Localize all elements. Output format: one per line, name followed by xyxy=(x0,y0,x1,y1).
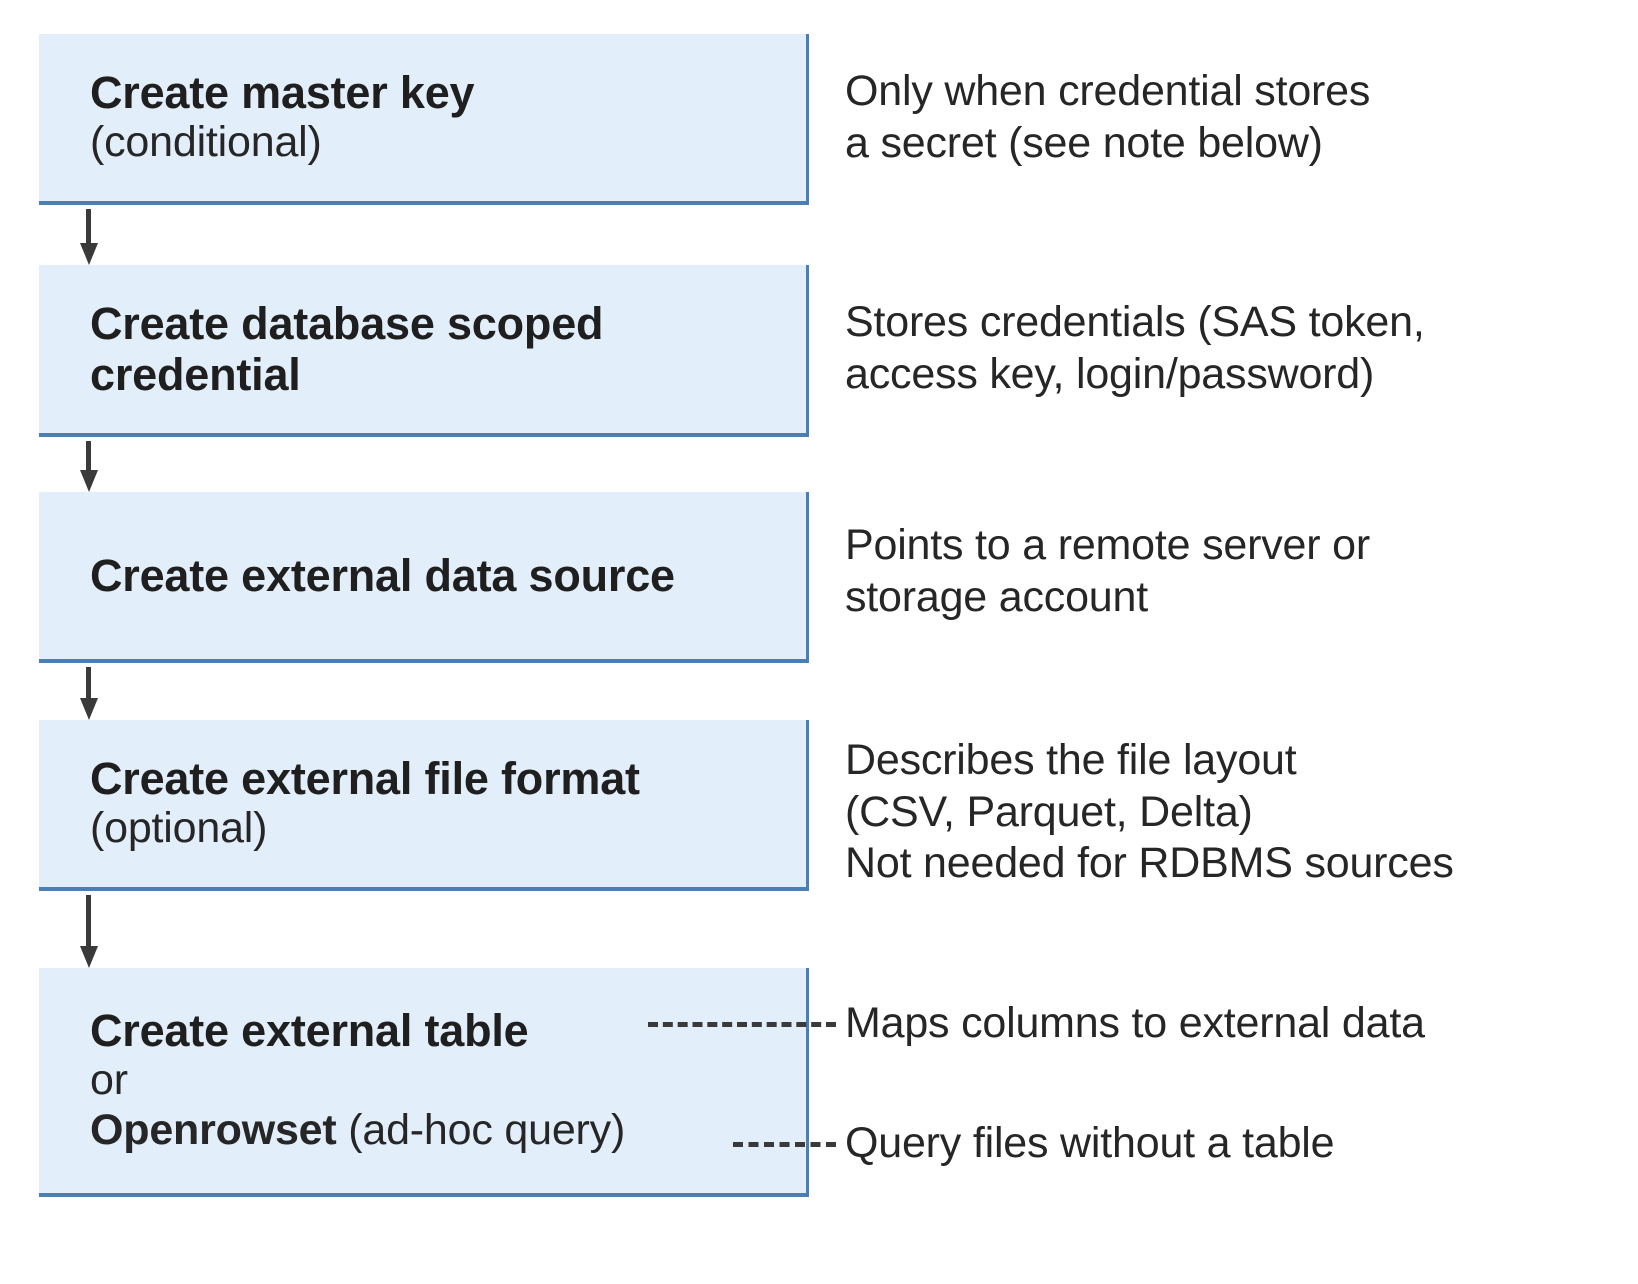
step-box-external-file-format[interactable]: Create external file format (optional) xyxy=(39,720,809,891)
arrow-credential-to-data-source xyxy=(80,441,98,492)
arrow-shaft xyxy=(86,895,91,946)
arrow-shaft xyxy=(86,209,91,243)
step-text-scoped-credential: Create database scoped credential xyxy=(39,298,806,401)
step-box-external-data-source[interactable]: Create external data source xyxy=(39,492,809,663)
leader-line-external-table xyxy=(648,1022,836,1027)
step-subtitle-external-file-format: (optional) xyxy=(90,804,268,853)
arrow-master-key-to-credential xyxy=(80,209,98,265)
step-text-external-data-source: Create external data source xyxy=(39,492,806,659)
step-title-scoped-credential-line2: credential xyxy=(90,349,301,400)
arrow-head-icon xyxy=(80,470,98,492)
step-box-master-key[interactable]: Create master key (conditional) xyxy=(39,34,809,205)
note-external-file-format: Describes the file layout (CSV, Parquet,… xyxy=(845,736,1454,888)
arrow-data-source-to-file-format xyxy=(80,667,98,720)
step-text-master-key: Create master key (conditional) xyxy=(39,67,806,168)
step-title-master-key: Create master key xyxy=(90,66,475,118)
note-master-key: Only when credential stores a secret (se… xyxy=(845,67,1371,167)
step-title-openrowset: Openrowset xyxy=(90,1106,337,1155)
arrow-file-format-to-external-table xyxy=(80,895,98,968)
step-title-openrowset-line: Openrowset (ad-hoc query) xyxy=(90,1106,792,1156)
leader-line-openrowset xyxy=(733,1142,836,1147)
step-title-openrowset-suffix: (ad-hoc query) xyxy=(336,1106,626,1155)
step-title-external-file-format: Create external file format xyxy=(90,752,640,804)
arrow-head-icon xyxy=(80,698,98,720)
step-subtitle-master-key: (conditional) xyxy=(90,118,322,167)
note-external-data-source: Points to a remote server or storage acc… xyxy=(845,521,1370,621)
step-box-scoped-credential[interactable]: Create database scoped credential xyxy=(39,265,809,437)
arrow-shaft xyxy=(86,667,91,698)
step-title-scoped-credential-line1: Create database scoped xyxy=(90,297,604,349)
arrow-shaft xyxy=(86,441,91,470)
step-text-external-file-format: Create external file format (optional) xyxy=(39,753,806,854)
note-scoped-credential: Stores credentials (SAS token, access ke… xyxy=(845,298,1425,398)
note-external-table: Maps columns to external data xyxy=(845,999,1425,1047)
step-text-external-table: Create external table or Openrowset (ad-… xyxy=(39,1005,806,1156)
step-title-external-table: Create external table xyxy=(90,1004,529,1056)
arrow-head-icon xyxy=(80,243,98,265)
step-box-external-table[interactable]: Create external table or Openrowset (ad-… xyxy=(39,968,809,1197)
step-connector-or: or xyxy=(90,1056,128,1105)
step-title-external-data-source: Create external data source xyxy=(90,549,675,601)
note-openrowset: Query files without a table xyxy=(845,1119,1335,1167)
arrow-head-icon xyxy=(80,946,98,968)
